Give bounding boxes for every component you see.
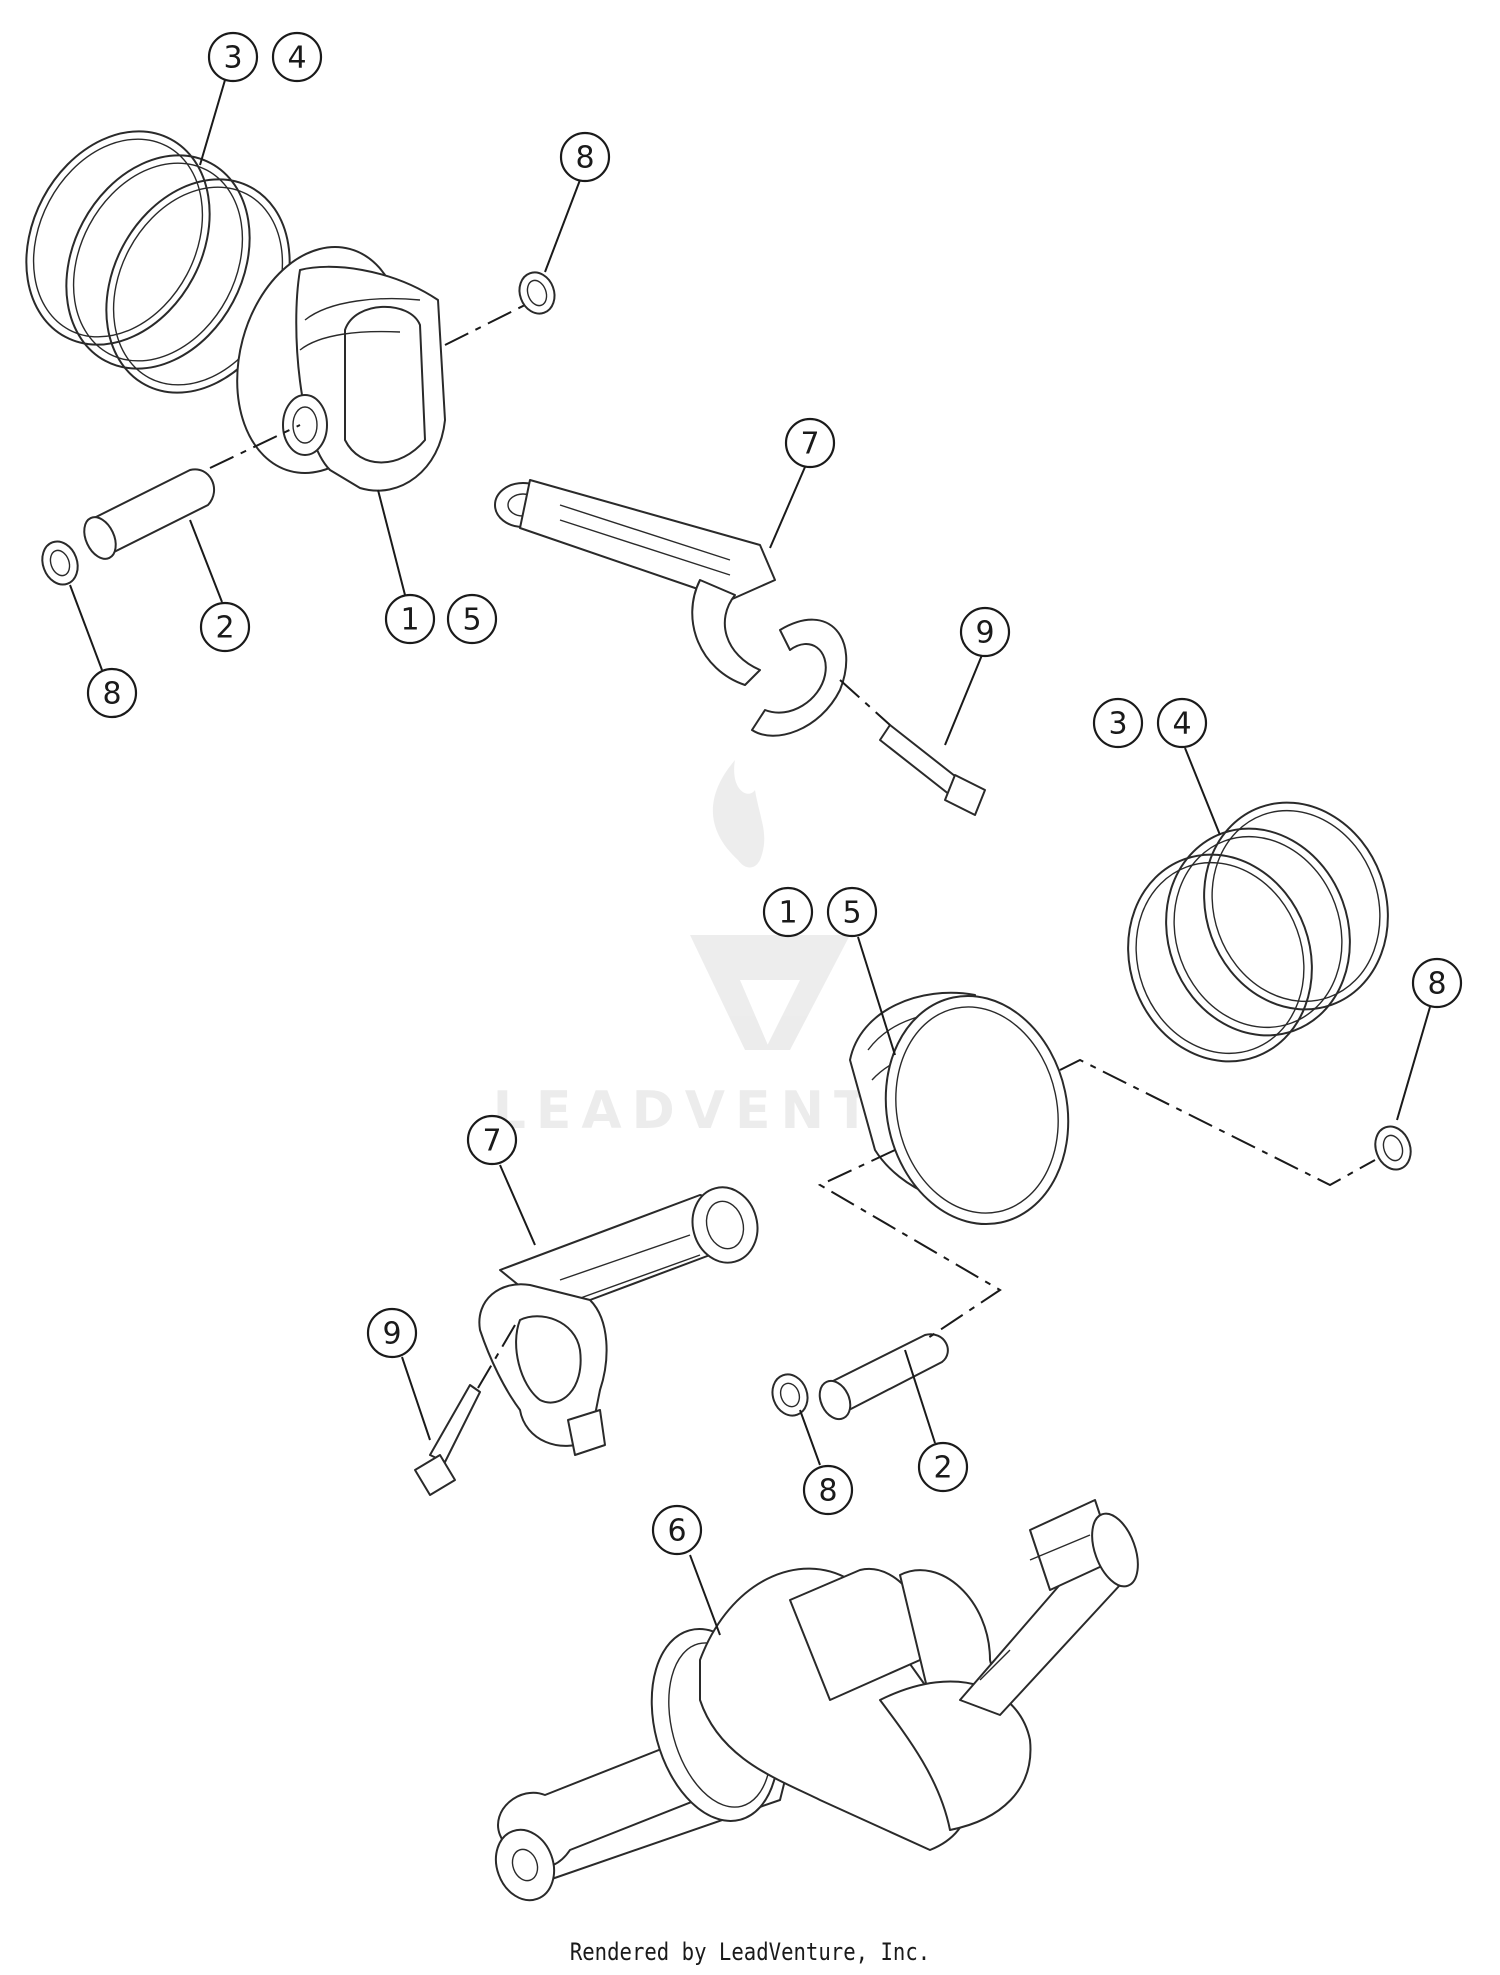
leader-9-lower	[401, 1356, 431, 1441]
leader-8-lower-right	[1396, 1006, 1431, 1121]
clip-upper-right	[518, 271, 556, 315]
callout-label: 8	[102, 677, 121, 712]
assembly-line-upper-bolt	[839, 679, 891, 726]
assembly-line-lower-bolt	[477, 1324, 516, 1389]
leader-7-upper	[769, 466, 806, 549]
leader-4-lower	[1184, 747, 1221, 836]
leader-9-upper	[944, 654, 983, 746]
callout-label: 5	[842, 896, 861, 931]
callout-label: 1	[400, 603, 419, 638]
callout-9-lower[interactable]: 9	[366, 1307, 418, 1359]
piston-pin-upper	[83, 468, 215, 560]
leader-8-upper-right	[544, 179, 581, 273]
assembly-line-upper-clip	[444, 304, 526, 346]
callout-label: 2	[215, 611, 234, 646]
piston-pin-lower	[818, 1333, 949, 1421]
callout-label: 8	[575, 141, 594, 176]
leader-8-lower-left	[799, 1409, 821, 1466]
callout-label: 1	[778, 896, 797, 931]
watermark-flame-icon	[712, 760, 765, 868]
callout-1-upper[interactable]: 1	[384, 593, 436, 645]
callout-5-upper[interactable]: 5	[446, 593, 498, 645]
leader-2-lower	[904, 1349, 936, 1444]
leader-lines	[69, 79, 1431, 1636]
callout-label: 8	[1427, 967, 1446, 1002]
assembly-line-upper-pin	[209, 424, 301, 469]
callout-label: 6	[667, 1514, 686, 1549]
clip-lower-right	[1374, 1125, 1412, 1171]
callout-label: 5	[462, 603, 481, 638]
callout-4-lower[interactable]: 4	[1156, 697, 1208, 749]
callout-label: 7	[800, 427, 819, 462]
leader-1-upper	[377, 489, 406, 596]
assembly-lines	[209, 304, 1376, 1389]
callout-2-upper[interactable]: 2	[199, 601, 251, 653]
rod-bolt-upper	[879, 724, 986, 816]
crankshaft	[494, 1499, 1139, 1902]
callout-8-lower-left[interactable]: 8	[802, 1464, 854, 1516]
leader-3-upper	[199, 79, 226, 166]
callout-8-upper-right[interactable]: 8	[559, 131, 611, 183]
callout-5-lower[interactable]: 5	[826, 886, 878, 938]
connecting-rod-lower	[478, 1186, 759, 1456]
callout-7-upper[interactable]: 7	[784, 417, 836, 469]
callout-3-upper[interactable]: 3	[207, 31, 259, 83]
callout-label: 9	[382, 1317, 401, 1352]
callout-1-lower[interactable]: 1	[762, 886, 814, 938]
connecting-rod-upper	[494, 479, 848, 737]
callout-label: 3	[223, 41, 242, 76]
piston-rings-upper	[25, 130, 291, 394]
callout-9-upper[interactable]: 9	[959, 606, 1011, 658]
callout-label: 4	[287, 41, 306, 76]
rod-bolt-lower	[414, 1384, 481, 1496]
piston-upper	[236, 246, 446, 492]
callout-4-upper[interactable]: 4	[271, 31, 323, 83]
callout-label: 4	[1172, 707, 1191, 742]
callout-8-lower-right[interactable]: 8	[1411, 957, 1463, 1009]
callout-7-lower[interactable]: 7	[466, 1114, 518, 1166]
callout-label: 9	[975, 616, 994, 651]
leader-8-upper-left	[69, 584, 103, 671]
callout-2-lower[interactable]: 2	[917, 1441, 969, 1493]
callout-label: 2	[933, 1451, 952, 1486]
assembly-line-lower-right	[1059, 1058, 1376, 1187]
callout-label: 3	[1108, 707, 1127, 742]
piston-rings-lower	[1127, 801, 1389, 1063]
render-credit: Rendered by LeadVenture, Inc.	[569, 1938, 931, 1966]
piston-lower	[849, 991, 1070, 1226]
leader-6	[689, 1554, 721, 1636]
leader-7-lower	[499, 1164, 536, 1246]
callout-label: 7	[482, 1124, 501, 1159]
callout-3-lower[interactable]: 3	[1092, 697, 1144, 749]
watermark-v-mark-icon	[690, 935, 850, 1050]
callout-8-upper-left[interactable]: 8	[86, 667, 138, 719]
callout-6[interactable]: 6	[651, 1504, 703, 1556]
clip-upper-left	[41, 540, 79, 586]
assembly-line-lower-pin	[817, 1149, 1002, 1341]
leader-5-lower	[857, 936, 896, 1056]
leader-2-upper	[189, 519, 223, 603]
callout-label: 8	[818, 1474, 837, 1509]
clip-lower-left	[771, 1373, 809, 1417]
